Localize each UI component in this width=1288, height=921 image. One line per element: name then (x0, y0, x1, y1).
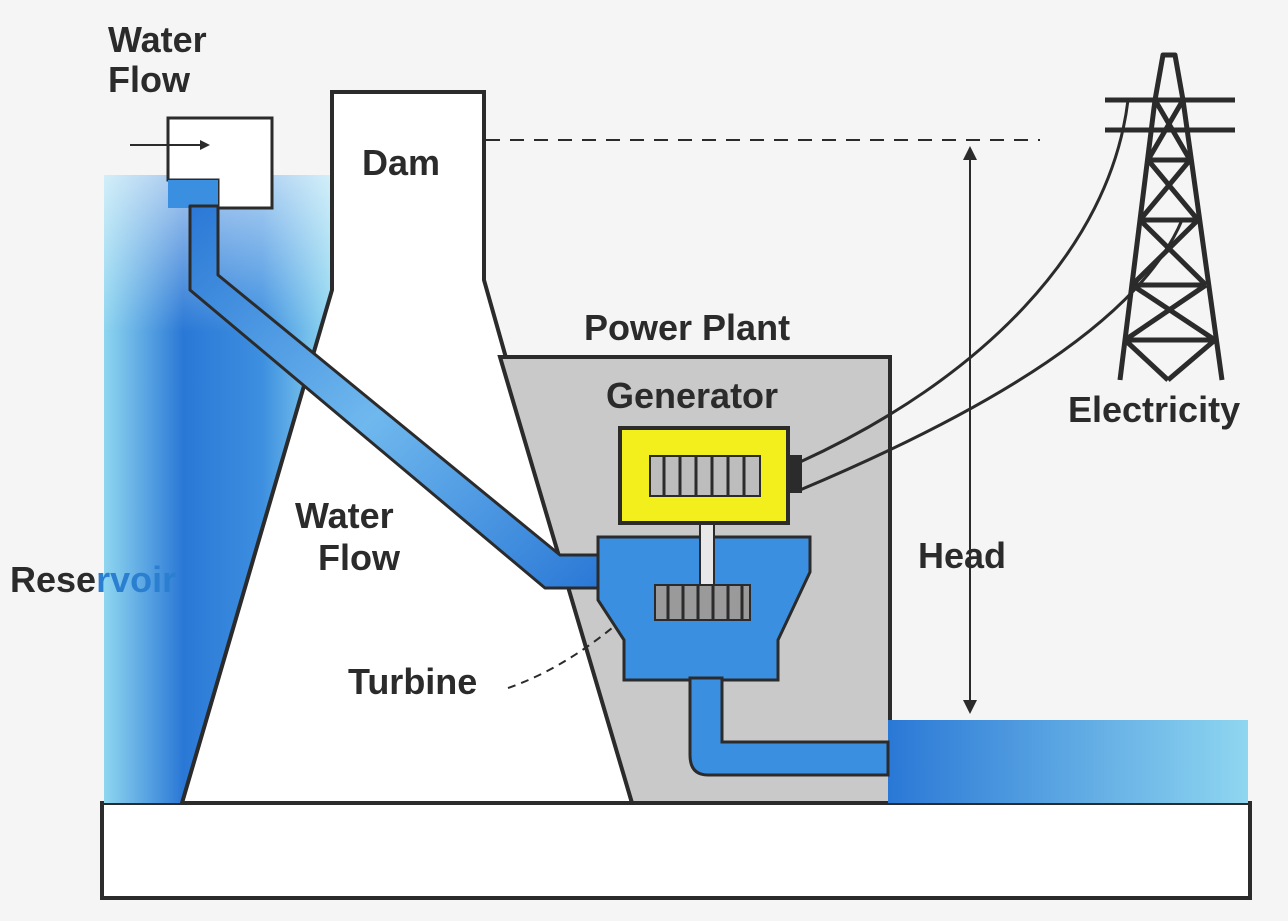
water-flow-label-mid: Water Flow (295, 495, 404, 578)
turbine-label: Turbine (348, 661, 477, 702)
arrow-right-icon (130, 140, 210, 150)
reservoir-label: Reservoir (10, 559, 176, 600)
tailwater (888, 720, 1248, 803)
water-flow-label-top: Water Flow (108, 19, 217, 100)
head-dimension-arrow (963, 146, 977, 714)
dam-label: Dam (362, 142, 440, 183)
ground-base (100, 801, 1252, 900)
power-line-upper (799, 99, 1130, 464)
power-plant-label: Power Plant (584, 307, 790, 348)
turbine-runner (654, 584, 751, 621)
draft-tube (688, 676, 890, 777)
intake-opening (168, 180, 218, 208)
head-label: Head (918, 535, 1006, 576)
generator-terminal (788, 455, 802, 493)
generator-rotor (649, 455, 761, 497)
transmission-tower-icon (1105, 52, 1235, 382)
electricity-label: Electricity (1068, 389, 1240, 430)
reservoir-label-blue: rvoir (96, 559, 176, 600)
generator-label: Generator (606, 375, 778, 416)
turbine-leader-line (507, 627, 613, 689)
reservoir-label-dark: Rese (10, 559, 96, 600)
